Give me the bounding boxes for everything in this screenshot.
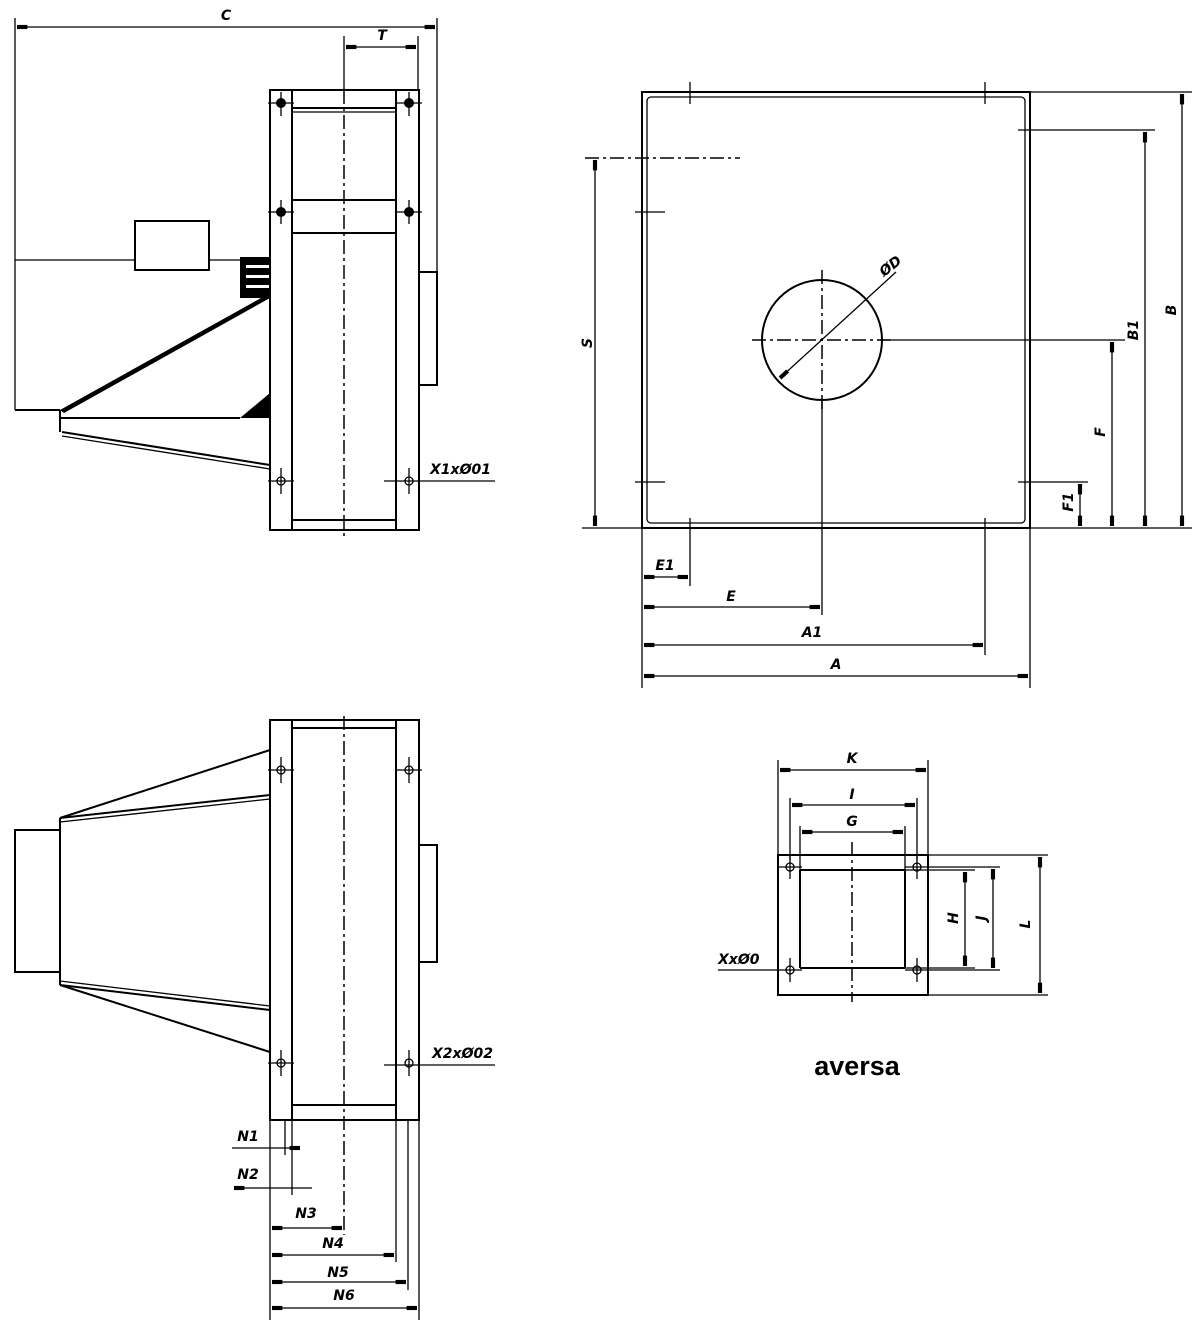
front-panel: [641, 91, 1031, 529]
mounting-holes: [268, 92, 495, 494]
dim-label-b1: B1: [1126, 320, 1142, 340]
dim-label-b: B: [1164, 305, 1180, 316]
mounting-holes-bottom: [268, 757, 495, 1076]
flange-outline: [777, 854, 929, 996]
motor-end: [14, 829, 61, 973]
dim-label-g: G: [846, 814, 858, 830]
terminal-box: [134, 220, 210, 271]
dim-label-e: E: [726, 589, 736, 605]
flange-view: XxØ0 K I G H J L: [717, 751, 1048, 1002]
dim-label-e1: E1: [655, 558, 674, 574]
dim-label-l: L: [1018, 920, 1034, 929]
dim-label-f: F: [1093, 427, 1109, 437]
bottom-view: X2xØ02 N1 N2 N3 N4 N5 N6: [14, 716, 495, 1320]
dim-label-n1: N1: [237, 1129, 258, 1145]
dim-label-s: S: [580, 338, 596, 348]
dim-label-n5: N5: [327, 1265, 349, 1281]
side-view: C T X1xØ01: [14, 8, 495, 536]
dim-label-a1: A1: [801, 625, 823, 641]
dim-label-h: H: [946, 912, 962, 924]
flange-holes: [718, 855, 1000, 982]
outlet-plate: [418, 271, 438, 386]
dim-label-d: ØD: [876, 253, 905, 281]
front-view: ØD S B1 B F F1 E1 E A1 A: [580, 82, 1192, 688]
dim-label-f1: F1: [1061, 492, 1077, 511]
dim-label-i: I: [849, 787, 854, 803]
dim-label-c: C: [221, 8, 232, 24]
dim-label-n2: N2: [237, 1167, 258, 1183]
dim-label-n6: N6: [333, 1288, 355, 1304]
brand-logo-text: aversa: [814, 1051, 901, 1081]
dim-label-t: T: [377, 28, 388, 44]
dim-label-n3: N3: [295, 1206, 316, 1222]
dim-label-k: K: [847, 751, 859, 767]
dim-label-n4: N4: [322, 1236, 343, 1252]
dim-label-a: A: [830, 657, 842, 673]
hole-note-x2: X2xØ02: [431, 1046, 493, 1062]
dim-label-j: J: [974, 915, 990, 923]
hole-note-x1: X1xØ01: [429, 462, 491, 478]
hole-note-x: XxØ0: [717, 952, 760, 968]
